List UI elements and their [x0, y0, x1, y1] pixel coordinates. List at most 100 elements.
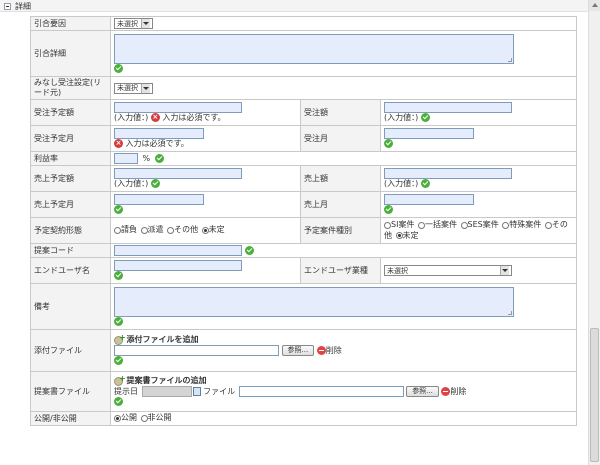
- add-file-icon[interactable]: [114, 333, 126, 346]
- radio-ukeoi[interactable]: [114, 226, 121, 234]
- juchu-yotei-gaku-hint: (入力値：): [114, 112, 149, 122]
- uriage-tsuki-input[interactable]: [384, 194, 474, 205]
- delete-link[interactable]: 削除: [450, 386, 467, 396]
- vertical-scrollbar[interactable]: [588, 0, 600, 465]
- check-icon: [420, 179, 430, 189]
- section-title: 詳細: [15, 2, 31, 11]
- row-end-user: エンドユーザ名 エンドユーザ業種 未選択: [30, 257, 578, 284]
- add-file-icon[interactable]: [114, 374, 126, 387]
- row-riekiritsu: 利益率 %: [30, 151, 578, 166]
- uriage-yotei-gaku-input[interactable]: [114, 167, 242, 179]
- check-icon: [114, 63, 123, 73]
- check-icon: [114, 271, 123, 280]
- row-hikiai-keii: 引合要因 未選択: [30, 16, 578, 31]
- check-icon: [384, 139, 393, 148]
- radio-anken-sonota[interactable]: [544, 221, 552, 229]
- calendar-icon[interactable]: [192, 387, 201, 397]
- teiji-date-input[interactable]: [141, 386, 192, 398]
- label-uriage-tsuki: 売上月: [300, 191, 381, 218]
- juchu-yotei-gaku-input[interactable]: [114, 101, 242, 113]
- chevron-down-icon: [500, 266, 509, 275]
- chevron-down-icon: [141, 83, 150, 93]
- end-user-gyoshu-select[interactable]: 未選択: [384, 265, 512, 276]
- row-juchu-tsuki: 受注予定月 × 入力は必須です。 受注月: [30, 125, 578, 152]
- row-hikiai-shosai: 引合詳細: [30, 30, 578, 77]
- add-proposal-link[interactable]: 提案書ファイルの追加: [126, 375, 207, 385]
- label-juchu-tsuki: 受注月: [300, 125, 381, 152]
- uriage-yotei-tsuki-input[interactable]: [114, 194, 204, 205]
- label-end-user-gyoshu: エンドユーザ業種: [300, 257, 381, 284]
- detail-form-table: 引合要因 未選択 引合詳細 みなし受注設定(リード元) 未選択 受注予定額 (入…: [30, 16, 578, 426]
- teiji-date-label: 提示日: [114, 386, 138, 396]
- collapse-icon[interactable]: [4, 3, 11, 10]
- delete-link[interactable]: 削除: [325, 345, 342, 355]
- check-icon: [114, 397, 123, 407]
- radio-tokushu[interactable]: [502, 221, 510, 229]
- radio-hikokai[interactable]: [140, 414, 148, 422]
- scroll-thumb[interactable]: [590, 328, 599, 462]
- label-uriage-gaku: 売上額: [300, 165, 381, 192]
- scroll-up-icon[interactable]: [589, 0, 600, 11]
- proposal-file-input[interactable]: [238, 386, 404, 398]
- radio-anken-mitei[interactable]: [395, 232, 403, 239]
- radio-ikkatsu[interactable]: [417, 221, 425, 229]
- row-tempu: 添付ファイル 添付ファイルを追加 参照... 削除: [30, 329, 578, 372]
- row-minashi: みなし受注設定(リード元) 未選択: [30, 76, 578, 100]
- teian-code-input[interactable]: [114, 245, 242, 256]
- check-icon: [150, 179, 160, 189]
- juchu-gaku-input[interactable]: [384, 101, 512, 113]
- file-label: ファイル: [203, 386, 236, 396]
- percent-unit: %: [142, 153, 151, 163]
- label-uriage-yotei-tsuki: 売上予定月: [30, 191, 111, 218]
- juchu-gaku-hint: (入力値：): [384, 112, 419, 122]
- error-icon: ×: [114, 139, 123, 149]
- check-icon: [154, 154, 164, 163]
- delete-icon[interactable]: [441, 387, 451, 397]
- label-biko: 備考: [30, 283, 111, 330]
- label-hikiai-keii: 引合要因: [30, 16, 111, 31]
- uriage-gaku-input[interactable]: [384, 167, 512, 179]
- end-user-input[interactable]: [114, 260, 242, 271]
- radio-si[interactable]: [384, 221, 391, 229]
- browse-button[interactable]: 参照...: [281, 345, 315, 357]
- radio-ses[interactable]: [460, 221, 468, 229]
- uriage-yotei-gaku-hint: (入力値：): [114, 178, 149, 188]
- hikiai-keii-select[interactable]: 未選択: [114, 18, 153, 29]
- check-icon: [114, 356, 123, 366]
- label-tempu: 添付ファイル: [30, 329, 111, 372]
- check-icon: [244, 246, 254, 255]
- label-teiansho: 提案書ファイル: [30, 371, 111, 412]
- radio-mitei[interactable]: [201, 226, 209, 234]
- row-uriage-tsuki: 売上予定月 売上月: [30, 191, 578, 218]
- browse-button[interactable]: 参照...: [406, 386, 439, 398]
- label-yotei-anken: 予定案件種別: [300, 217, 381, 244]
- uriage-gaku-hint: (入力値：): [384, 178, 419, 188]
- delete-icon[interactable]: [316, 346, 326, 356]
- row-juchu-gaku: 受注予定額 (入力値：) × 入力は必須です。 受注額 (入力値：): [30, 99, 578, 126]
- section-header[interactable]: 詳細: [0, 0, 588, 12]
- radio-sonota[interactable]: [167, 226, 175, 234]
- juchu-tsuki-input[interactable]: [384, 128, 474, 139]
- label-riekiritsu: 利益率: [30, 151, 111, 166]
- hikiai-shosai-textarea[interactable]: [114, 33, 514, 64]
- label-juchu-gaku: 受注額: [300, 99, 381, 126]
- add-attachment-link[interactable]: 添付ファイルを追加: [126, 334, 199, 344]
- label-hikiai-shosai: 引合詳細: [30, 30, 111, 77]
- minashi-select[interactable]: 未選択: [114, 82, 153, 94]
- label-teian-code: 提案コード: [30, 243, 111, 258]
- row-teian-code: 提案コード: [30, 243, 578, 258]
- row-yotei-keiyaku: 予定契約形態 請負 派遣 その他 未定 予定案件種別 SI案件 一括案件 SES…: [30, 217, 578, 244]
- juchu-yotei-gaku-error: 入力は必須です。: [162, 112, 226, 122]
- riekiritsu-input[interactable]: [114, 153, 138, 164]
- row-uriage-gaku: 売上予定額 (入力値：) 売上額 (入力値：): [30, 165, 578, 192]
- check-icon: [114, 316, 123, 326]
- biko-textarea[interactable]: [114, 286, 514, 317]
- juchu-yotei-tsuki-error: 入力は必須です。: [125, 138, 189, 148]
- chevron-down-icon: [141, 19, 150, 28]
- attachment-file-input[interactable]: [114, 345, 279, 357]
- row-kokai: 公開/非公開 公開 非公開: [30, 411, 578, 426]
- label-yotei-keiyaku: 予定契約形態: [30, 217, 111, 244]
- radio-kokai[interactable]: [114, 414, 121, 422]
- radio-haken[interactable]: [140, 226, 148, 234]
- juchu-yotei-tsuki-input[interactable]: [114, 127, 204, 139]
